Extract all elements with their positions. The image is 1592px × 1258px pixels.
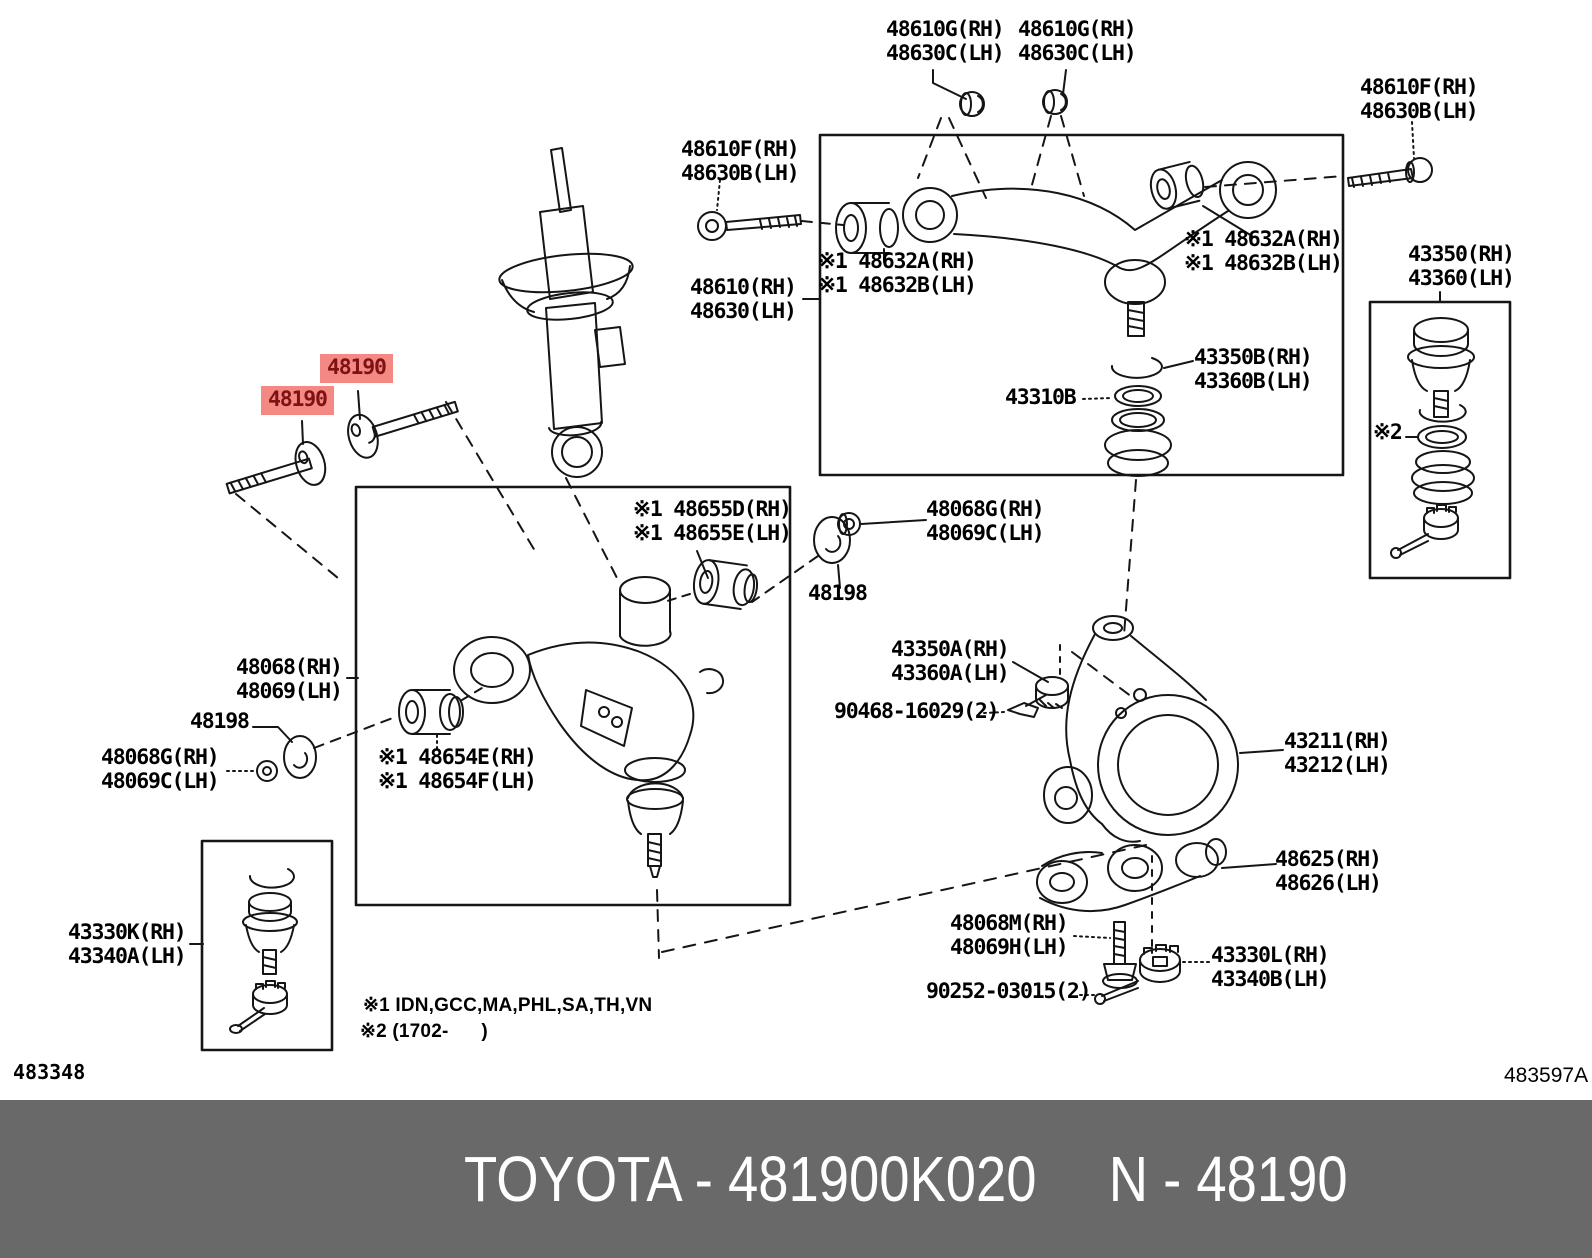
label-48610g-nut-2: 48610G(RH) 48630C(LH) <box>1018 17 1137 66</box>
label-48655d: ※1 48655D(RH) ※1 48655E(LH) <box>633 497 792 546</box>
label-48610g-nut-1: 48610G(RH) 48630C(LH) <box>886 17 1005 66</box>
upper-control-arm-drawing <box>802 160 1277 636</box>
label-48610f-right: 48610F(RH) 48630B(LH) <box>1360 75 1479 124</box>
ball-joint-kit-lower-drawing <box>189 868 298 1034</box>
label-48068g-right: 48068G(RH) 48069C(LH) <box>926 497 1045 546</box>
mount-nut-drawing-2 <box>1042 89 1068 115</box>
label-43350a: 43350A(RH) 43360A(LH) <box>891 637 1010 686</box>
label-43330l: 43330L(RH) 43340B(LH) <box>1211 943 1330 992</box>
label-90468: 90468-16029(2) <box>834 699 1000 724</box>
footer-part-code: TOYOTA - 481900K020 <box>464 1143 1037 1215</box>
label-48198-left: 48198 <box>190 709 250 734</box>
label-43350-kit: 43350(RH) 43360(LH) <box>1408 242 1515 291</box>
knuckle-arm-drawing <box>661 838 1277 953</box>
strut-drawing <box>498 147 634 478</box>
label-43211: 43211(RH) 43212(LH) <box>1284 729 1391 778</box>
lower-control-arm-drawing <box>346 550 759 959</box>
label-48610f-left: 48610F(RH) 48630B(LH) <box>681 137 800 186</box>
label-43310b: 43310B <box>1005 385 1077 410</box>
label-48198-right: 48198 <box>808 581 868 606</box>
cam-plate-left-drawing <box>252 715 399 779</box>
label-90252: 90252-03015(2) <box>926 979 1092 1004</box>
label-48654e: ※1 48654E(RH) ※1 48654F(LH) <box>378 745 537 794</box>
label-48068m: 48068M(RH) 48069H(LH) <box>950 911 1069 960</box>
footer-bar: TOYOTA - 481900K020 N - 48190 <box>0 1100 1592 1258</box>
parts-diagram-drawing <box>189 69 1512 1052</box>
label-48068g-left: 48068G(RH) 48069C(LH) <box>101 745 220 794</box>
label-48632a-left: ※1 48632A(RH) ※1 48632B(LH) <box>818 249 977 298</box>
label-48610-arm: 48610(RH) 48630(LH) <box>690 275 797 324</box>
upper-arm-bolt-right-drawing <box>1204 121 1433 188</box>
label-48068-arm: 48068(RH) 48069(LH) <box>236 655 343 704</box>
cotter-pin-90252-drawing <box>1079 980 1139 1005</box>
mount-nut-drawing-1 <box>959 91 985 117</box>
figure-ref-right: 483597A <box>1504 1064 1589 1087</box>
castle-nut-43330L-drawing <box>1139 944 1211 983</box>
label-48625: 48625(RH) 48626(LH) <box>1275 847 1382 896</box>
lower-arm-nut-left-drawing <box>226 760 278 782</box>
footnote-1: ※1 IDN,GCC,MA,PHL,SA,TH,VN <box>363 995 653 1016</box>
group-boxes <box>200 133 1512 1052</box>
label-43330k-kit: 43330K(RH) 43340A(LH) <box>68 920 187 969</box>
cam-plate-right-drawing <box>751 516 851 603</box>
label-48190-highlight-1[interactable]: 48190 <box>320 354 393 383</box>
figure-ref-left: 483348 <box>13 1060 86 1084</box>
label-48190-highlight-2[interactable]: 48190 <box>261 386 334 415</box>
ball-joint-nut-drawing <box>1012 644 1137 709</box>
upper-arm-bolt-left-drawing <box>697 179 844 241</box>
camber-bolt-left-drawing <box>225 420 327 495</box>
clip-90468-drawing <box>983 694 1047 718</box>
label-43350b: 43350B(RH) 43360B(LH) <box>1194 345 1313 394</box>
knuckle-drawing <box>1043 615 1284 843</box>
label-48632a-right: ※1 48632A(RH) ※1 48632B(LH) <box>1184 227 1343 276</box>
label-x2-marker: ※2 <box>1373 420 1403 445</box>
camber-bolt-right-drawing <box>347 390 459 459</box>
lower-arm-nut-right-drawing <box>837 512 927 536</box>
ball-joint-kit-upper-drawing <box>1390 291 1475 559</box>
footnote-2: ※2 (1702- ) <box>360 1021 488 1042</box>
leader-lines-top-nuts <box>917 69 1085 199</box>
footer-part-number: N - 48190 <box>1108 1143 1348 1215</box>
